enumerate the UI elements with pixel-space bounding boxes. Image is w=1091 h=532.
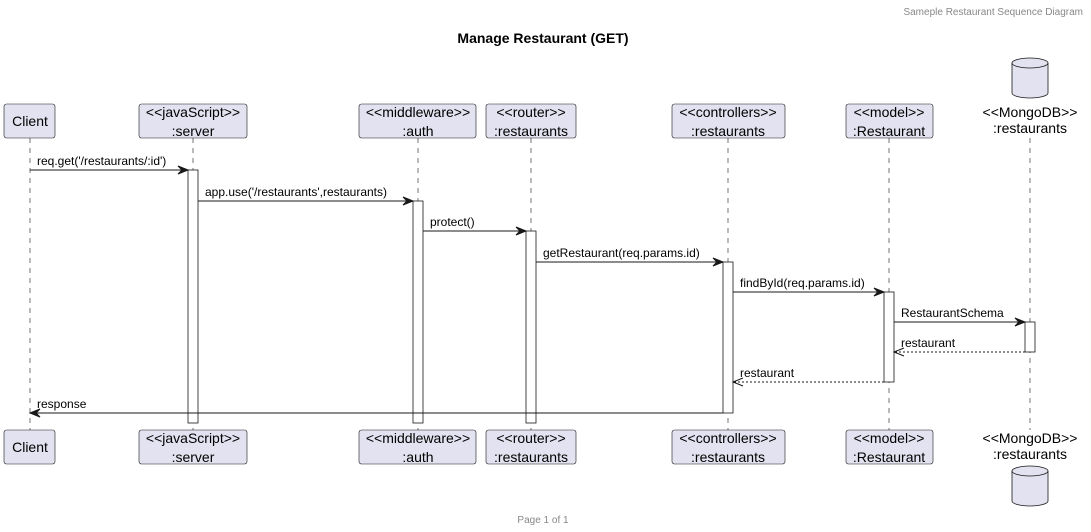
participant-label: :restaurants bbox=[691, 123, 765, 139]
participant-label: <<middleware>> bbox=[366, 430, 470, 446]
participant-label: :restaurants bbox=[993, 120, 1067, 136]
participant-box bbox=[138, 103, 248, 139]
message-label: req.get('/restaurants/:id') bbox=[37, 154, 166, 168]
participant-label: :auth bbox=[402, 449, 433, 465]
participant-label: <<middleware>> bbox=[366, 104, 470, 120]
message-1: req.get('/restaurants/:id') bbox=[30, 154, 190, 175]
participant-model-top: <<model>> :Restaurant bbox=[845, 103, 934, 139]
messages: req.get('/restaurants/:id') app.use('/res… bbox=[28, 154, 1027, 418]
message-label: getRestaurant(req.params.id) bbox=[543, 246, 700, 260]
participant-label: <<model>> bbox=[854, 430, 925, 446]
participant-box bbox=[485, 429, 577, 465]
database-icon bbox=[1011, 465, 1049, 507]
participant-label: :restaurants bbox=[993, 446, 1067, 462]
arrowhead-icon bbox=[1014, 317, 1027, 327]
participant-box bbox=[845, 429, 934, 465]
participant-box bbox=[3, 429, 56, 465]
activation-bar-model bbox=[883, 291, 895, 383]
database-cylinder-body bbox=[1011, 465, 1049, 507]
database-cylinder-rim bbox=[1011, 62, 1049, 69]
participant-label: Client bbox=[12, 113, 48, 129]
participant-label: :Restaurant bbox=[853, 449, 925, 465]
message-label: protect() bbox=[430, 215, 475, 229]
participant-box bbox=[671, 103, 786, 139]
participant-label: :restaurants bbox=[691, 449, 765, 465]
participants: ClientClient<<javaScript>>:server<<javaS… bbox=[3, 57, 1078, 507]
activation-bar-router bbox=[525, 230, 537, 424]
database-cylinder-body bbox=[1011, 57, 1049, 99]
participant-box bbox=[358, 103, 477, 139]
diagram-title: Manage Restaurant (GET) bbox=[457, 30, 628, 46]
participant-label: :server bbox=[172, 123, 215, 139]
participant-model-bottom: <<model>> :Restaurant bbox=[845, 429, 934, 465]
participant-label: <<controllers>> bbox=[679, 104, 776, 120]
participant-box bbox=[671, 429, 786, 465]
participant-label: :Restaurant bbox=[853, 123, 925, 139]
participant-auth-bottom: <<middleware>> :auth bbox=[358, 429, 477, 465]
arrowhead-icon bbox=[515, 226, 528, 236]
participant-label: <<MongoDB>> bbox=[983, 104, 1078, 120]
participant-label: <<javaScript>> bbox=[146, 430, 240, 446]
message-6: RestaurantSchema bbox=[894, 306, 1027, 327]
message-8: restaurant bbox=[731, 366, 884, 387]
database-cylinder-rim bbox=[1011, 470, 1049, 477]
page-footer: Page 1 of 1 bbox=[517, 515, 569, 526]
database-icon bbox=[1011, 57, 1049, 99]
participant-label: <<router>> bbox=[496, 430, 565, 446]
participant-box bbox=[845, 103, 934, 139]
participant-label: :auth bbox=[402, 123, 433, 139]
message-5: findById(req.params.id) bbox=[733, 276, 886, 297]
message-2: app.use('/restaurants',restaurants) bbox=[198, 185, 415, 206]
participant-box bbox=[3, 103, 56, 139]
participant-label: :restaurants bbox=[494, 449, 568, 465]
participant-label: :restaurants bbox=[494, 123, 568, 139]
participant-box bbox=[138, 429, 248, 465]
participant-router-top: <<router>> :restaurants bbox=[485, 103, 577, 139]
activation-bar-auth bbox=[412, 200, 424, 424]
participant-db-top: <<MongoDB>>:restaurants bbox=[983, 57, 1078, 136]
open-arrowhead-icon bbox=[731, 377, 744, 387]
participant-db-bottom: <<MongoDB>>:restaurants bbox=[983, 430, 1078, 507]
activations bbox=[187, 169, 1036, 424]
message-label: findById(req.params.id) bbox=[740, 276, 865, 290]
message-label: RestaurantSchema bbox=[901, 306, 1004, 320]
diagram-header: Sameple Restaurant Sequence Diagram bbox=[903, 7, 1083, 18]
participant-auth-top: <<middleware>> :auth bbox=[358, 103, 477, 139]
message-9: response bbox=[28, 397, 723, 418]
participant-server-top: <<javaScript>> :server bbox=[138, 103, 248, 139]
participant-controllers-bottom: <<controllers>> :restaurants bbox=[671, 429, 786, 465]
arrowhead-icon bbox=[402, 196, 415, 206]
participant-label: <<router>> bbox=[496, 104, 565, 120]
participant-label: <<controllers>> bbox=[679, 430, 776, 446]
message-label: restaurant bbox=[901, 336, 956, 350]
arrowhead-icon bbox=[28, 408, 41, 418]
participant-label: <<MongoDB>> bbox=[983, 430, 1078, 446]
participant-router-bottom: <<router>> :restaurants bbox=[485, 429, 577, 465]
participant-client-top: Client bbox=[3, 103, 56, 139]
participant-controllers-top: <<controllers>> :restaurants bbox=[671, 103, 786, 139]
arrowhead-icon bbox=[177, 165, 190, 175]
arrowhead-icon bbox=[873, 287, 886, 297]
participant-server-bottom: <<javaScript>> :server bbox=[138, 429, 248, 465]
arrowhead-icon bbox=[712, 257, 725, 267]
participant-label: Client bbox=[12, 439, 48, 455]
participant-box bbox=[358, 429, 477, 465]
participant-client-bottom: Client bbox=[3, 429, 56, 465]
message-4: getRestaurant(req.params.id) bbox=[536, 246, 725, 267]
message-label: response bbox=[37, 397, 87, 411]
message-label: restaurant bbox=[740, 366, 795, 380]
open-arrowhead-icon bbox=[892, 347, 905, 357]
message-label: app.use('/restaurants',restaurants) bbox=[205, 185, 387, 199]
participant-box bbox=[485, 103, 577, 139]
message-7: restaurant bbox=[892, 336, 1025, 357]
activation-bar-controllers bbox=[722, 261, 734, 414]
activation-bar-db bbox=[1024, 321, 1036, 353]
participant-label: :server bbox=[172, 449, 215, 465]
activation-bar-server bbox=[187, 169, 199, 424]
participant-label: <<javaScript>> bbox=[146, 104, 240, 120]
message-3: protect() bbox=[423, 215, 528, 236]
participant-label: <<model>> bbox=[854, 104, 925, 120]
